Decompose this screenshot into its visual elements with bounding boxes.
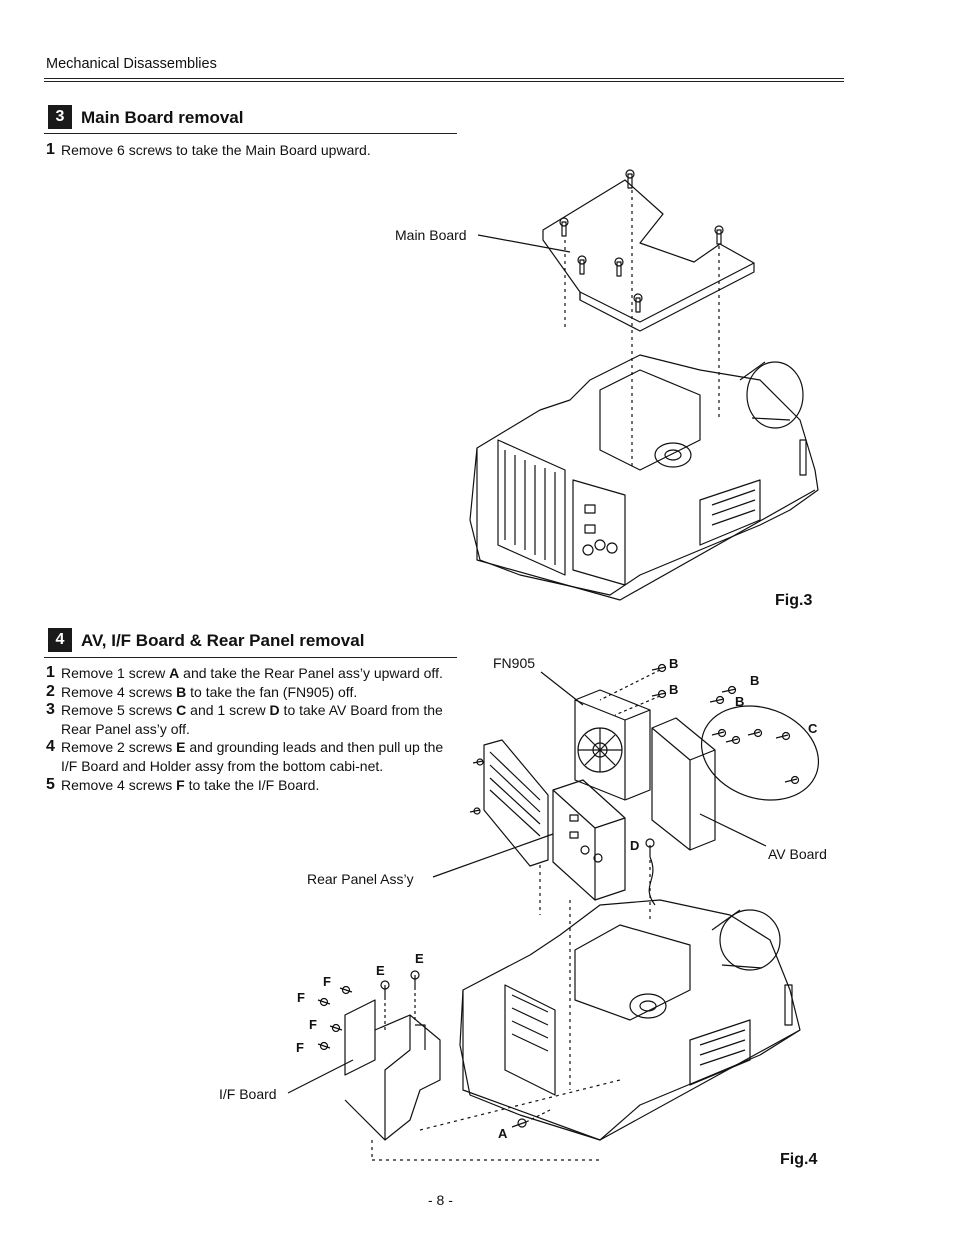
step-text: Remove 6 screws to take the Main Board u…	[61, 142, 371, 158]
step-item: 1 Remove 6 screws to take the Main Board…	[46, 141, 456, 160]
rear-panel-assy	[483, 739, 626, 901]
screw-letter-e: E	[376, 963, 385, 978]
fn905-callout: FN905	[493, 655, 536, 671]
figure-4-label: Fig.4	[780, 1151, 818, 1168]
step-text: Remove 4 screws F to take the I/F Board.	[61, 776, 320, 793]
step-number: 2	[46, 682, 55, 700]
section-4-title: AV, I/F Board & Rear Panel removal	[81, 631, 365, 650]
main-board-screws	[559, 169, 724, 313]
step-item: 4 Remove 2 screws E and grounding leads …	[46, 738, 448, 775]
screw-letter-a: A	[498, 1126, 508, 1141]
section-3-steps: 1 Remove 6 screws to take the Main Board…	[46, 141, 456, 160]
fan-fn905	[574, 689, 651, 801]
step-number: 4	[46, 738, 55, 756]
step-number: 3	[46, 701, 55, 719]
screw-letter-b: B	[750, 673, 760, 688]
if-board-callout: I/F Board	[219, 1086, 277, 1102]
screw-letter-b: B	[669, 656, 679, 671]
step-item: 2 Remove 4 screws B to take the fan (FN9…	[46, 683, 448, 702]
screw-letter-c: C	[808, 721, 818, 736]
step-text: Remove 4 screws B to take the fan (FN905…	[61, 683, 358, 700]
step-text: Remove 1 screw A and take the Rear Panel…	[61, 665, 443, 681]
header-rule	[44, 78, 844, 79]
figure-3-label: Fig.3	[775, 592, 813, 609]
screw-letter-f: F	[309, 1017, 317, 1032]
header-rule-2	[44, 81, 844, 82]
section-4-number: 4	[48, 628, 72, 652]
if-board-holder	[344, 999, 441, 1141]
page-header-title: Mechanical Disassemblies	[46, 56, 217, 72]
screw-letter-b: B	[735, 694, 745, 709]
projector-body	[469, 354, 819, 596]
screw-letter-b: B	[669, 682, 679, 697]
av-board-callout: AV Board	[768, 846, 827, 862]
projector-body-fig4	[459, 899, 801, 1141]
section-3-number: 3	[48, 105, 72, 129]
step-item: 1 Remove 1 screw A and take the Rear Pan…	[46, 664, 448, 683]
step-number: 5	[46, 775, 55, 793]
screw-letter-f: F	[296, 1040, 304, 1055]
av-board	[651, 717, 716, 851]
screw-letter-f: F	[297, 990, 305, 1005]
step-number: 1	[46, 664, 55, 681]
section-3-title: Main Board removal	[81, 108, 244, 127]
screw-letter-e: E	[415, 951, 424, 966]
main-board-callout: Main Board	[395, 227, 467, 243]
step-item: 3 Remove 5 screws C and 1 screw D to tak…	[46, 701, 448, 738]
step-text: Remove 5 screws C and 1 screw D to take …	[61, 702, 443, 737]
step-text: Remove 2 screws E and grounding leads an…	[61, 739, 444, 774]
page-number: - 8 -	[428, 1192, 453, 1208]
rear-panel-callout: Rear Panel Ass’y	[307, 871, 414, 887]
screw-letter-d: D	[630, 838, 640, 853]
step-item: 5 Remove 4 screws F to take the I/F Boar…	[46, 776, 448, 795]
screw-letter-f: F	[323, 974, 331, 989]
section-3-rule	[44, 133, 457, 134]
section-4-steps: 1 Remove 1 screw A and take the Rear Pan…	[46, 664, 448, 794]
step-number: 1	[46, 141, 55, 158]
section-4-rule	[44, 657, 457, 658]
